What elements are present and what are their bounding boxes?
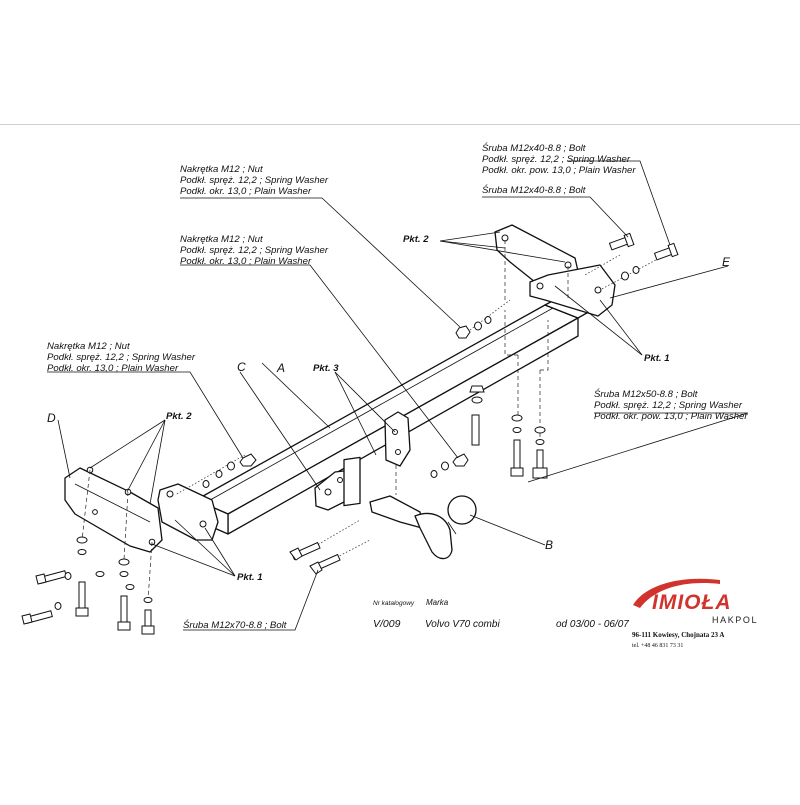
hardware: [21, 232, 679, 635]
label-plain-washer-2: Podkł. okr. 13,0 ; Plain Washer: [180, 256, 312, 267]
top-divider: [0, 124, 800, 125]
production-years: od 03/00 - 06/07: [556, 619, 629, 630]
logo-swoosh-icon: [633, 578, 720, 608]
label-spring-washer-3: Podkł. spręż. 12,2 ; Spring Washer: [47, 352, 196, 363]
label-pkt1-left: Pkt. 1: [237, 572, 263, 583]
label-pkt2-left: Pkt. 2: [166, 411, 192, 422]
letter-e: E: [722, 255, 731, 269]
socket-plate-c: [314, 456, 361, 511]
imiola-logo: IMIOŁA HAKPOL 96-111 Kowiesy, Chojnata 2…: [632, 578, 758, 649]
label-top-right-bolt-2: Śruba M12x40-8.8 ; Bolt: [482, 184, 586, 196]
logo-phone: tel. +48 46 831 73 31: [632, 643, 683, 649]
tow-ball-b: [369, 495, 477, 560]
label-top-right-bolt: Śruba M12x40-8.8 ; Bolt: [482, 142, 586, 154]
label-pkt1-right: Pkt. 1: [644, 353, 670, 364]
label-top-right-spring-washer: Podkł. spręż. 12,2 ; Spring Washer: [482, 154, 631, 165]
label-pkt3: Pkt. 3: [313, 363, 339, 374]
logo-name: IMIOŁA: [652, 591, 732, 614]
label-top-right-plain-washer: Podkł. okr. pow. 13,0 ; Plain Washer: [482, 165, 636, 176]
leader-lines: [47, 160, 749, 631]
letter-a: A: [276, 361, 285, 375]
logo-address: 96-111 Kowiesy, Chojnata 23 A: [632, 631, 724, 639]
label-bolt-m12x70: Śruba M12x70-8.8 ; Bolt: [183, 619, 287, 631]
label-nut-1: Nakrętka M12 ; Nut: [180, 164, 263, 175]
center-bracket: [384, 411, 411, 467]
vehicle-model: Volvo V70 combi: [425, 619, 500, 630]
label-spring-washer-2: Podkł. spręż. 12,2 ; Spring Washer: [180, 245, 329, 256]
label-spring-washer-1: Podkł. spręż. 12,2 ; Spring Washer: [180, 175, 329, 186]
labels: Śruba M12x40-8.8 ; Bolt Podkł. spręż. 12…: [47, 142, 748, 631]
label-nut-3: Nakrętka M12 ; Nut: [47, 341, 130, 352]
letter-b: B: [545, 538, 553, 552]
brand-header: Marka: [426, 598, 449, 607]
catalog-number: V/009: [373, 618, 401, 630]
catalog-info: Nr katalogowy Marka V/009 Volvo V70 comb…: [373, 598, 629, 630]
label-nut-2: Nakrętka M12 ; Nut: [180, 234, 263, 245]
bracket-e: [494, 224, 616, 317]
label-plain-washer-3: Podkł. okr. 13,0 ; Plain Washer: [47, 363, 179, 374]
letter-d: D: [47, 411, 56, 425]
label-spring-washer-4: Podkł. spręż. 12,2 ; Spring Washer: [594, 400, 743, 411]
bracket-d: [64, 466, 163, 553]
label-bolt-m12x50: Śruba M12x50-8.8 ; Bolt: [594, 388, 698, 400]
logo-sub: HAKPOL: [712, 615, 758, 625]
letter-c: C: [237, 360, 246, 374]
label-pkt2-right: Pkt. 2: [403, 234, 429, 245]
label-plain-washer-1: Podkł. okr. 13,0 ; Plain Washer: [180, 186, 312, 197]
left-end-plate: [157, 483, 219, 541]
label-plain-washer-4: Podkł. okr. pow. 13,0 ; Plain Washer: [594, 411, 748, 422]
catalog-number-header: Nr katalogowy: [373, 600, 415, 607]
